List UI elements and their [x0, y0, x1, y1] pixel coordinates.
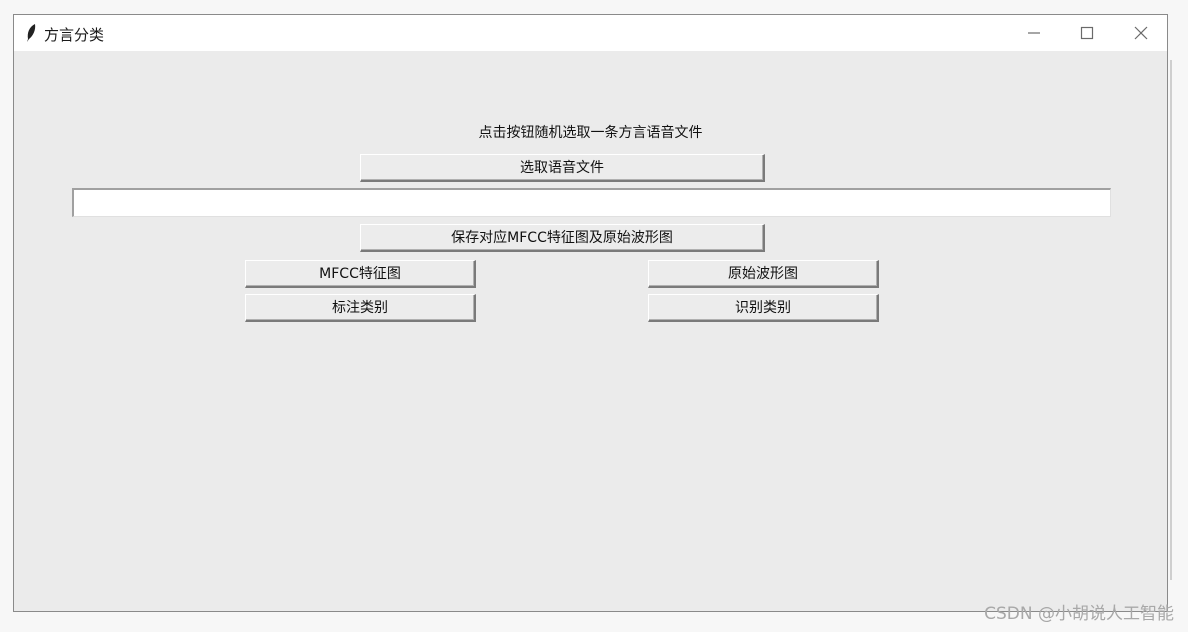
save-mfcc-and-waveform-button[interactable]: 保存对应MFCC特征图及原始波形图: [360, 224, 765, 252]
instruction-label: 点击按钮随机选取一条方言语音文件: [478, 125, 703, 141]
raw-waveform-button[interactable]: 原始波形图: [648, 260, 879, 288]
annotate-category-button[interactable]: 标注类别: [245, 294, 476, 322]
recognize-category-label: 识别类别: [735, 300, 791, 316]
app-window: 方言分类 点击按钮随机选取一条方言语音文件 选取语音文件 保存对应MFCC特征图…: [13, 14, 1168, 612]
feather-icon: [27, 24, 36, 42]
mfcc-feature-label: MFCC特征图: [319, 266, 401, 282]
title-bar: 方言分类: [14, 15, 1167, 51]
select-audio-file-button[interactable]: 选取语音文件: [360, 154, 765, 182]
recognize-category-button[interactable]: 识别类别: [648, 294, 879, 322]
window-title: 方言分类: [44, 26, 105, 44]
client-area: 点击按钮随机选取一条方言语音文件 选取语音文件 保存对应MFCC特征图及原始波形…: [14, 51, 1167, 611]
file-path-field[interactable]: [72, 188, 1111, 217]
watermark-text: CSDN @小胡说人工智能: [984, 604, 1174, 624]
minimize-icon: [1028, 32, 1040, 34]
window-edge-shadow: [1170, 60, 1172, 580]
select-audio-file-label: 选取语音文件: [520, 160, 604, 176]
annotate-category-label: 标注类别: [332, 300, 388, 316]
raw-waveform-label: 原始波形图: [728, 266, 798, 282]
close-button[interactable]: [1116, 15, 1166, 51]
save-mfcc-and-waveform-label: 保存对应MFCC特征图及原始波形图: [451, 230, 673, 246]
minimize-button[interactable]: [1009, 15, 1059, 51]
maximize-icon: [1080, 26, 1094, 40]
mfcc-feature-button[interactable]: MFCC特征图: [245, 260, 476, 288]
maximize-button[interactable]: [1062, 15, 1112, 51]
close-icon: [1134, 26, 1148, 40]
